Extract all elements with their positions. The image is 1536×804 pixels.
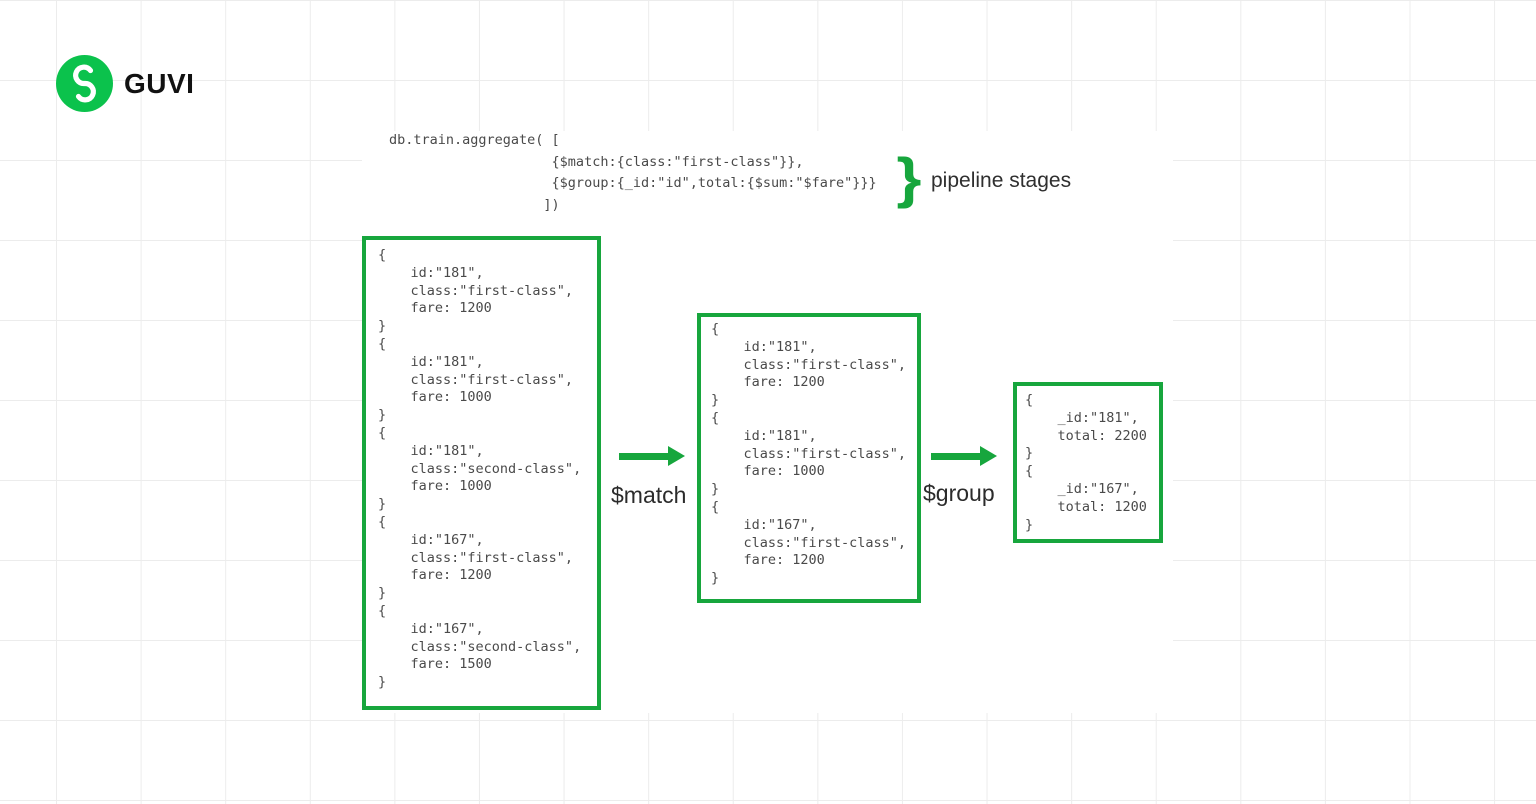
pipeline-stages-label: pipeline stages [931,169,1072,192]
aggregate-code-block: db.train.aggregate( [ {$match:{class:"fi… [389,132,877,213]
arrow-head [668,446,685,466]
brand-name: GUVI [124,67,195,99]
match-arrow-icon [619,446,685,466]
group-stage-label: $group [923,480,995,506]
matched-documents-text: { id:"181", class:"first-class", fare: 1… [711,321,907,587]
match-stage-label: $match [611,482,687,508]
arrow-head [980,446,997,466]
arrow-shaft [931,452,980,460]
arrow-shaft [619,452,668,460]
grouped-documents-box: { _id:"181", total: 2200 } { _id:"167", … [1013,382,1163,543]
input-documents-box: { id:"181", class:"first-class", fare: 1… [362,236,601,710]
input-documents-text: { id:"181", class:"first-class", fare: 1… [378,247,582,691]
guvi-logo: GUVI [56,55,194,112]
group-arrow-icon [931,446,997,466]
pipeline-brace-icon: } [896,146,922,209]
grouped-documents-text: { _id:"181", total: 2200 } { _id:"167", … [1025,392,1147,533]
guvi-g-icon [56,55,113,112]
matched-documents-box: { id:"181", class:"first-class", fare: 1… [697,313,921,603]
